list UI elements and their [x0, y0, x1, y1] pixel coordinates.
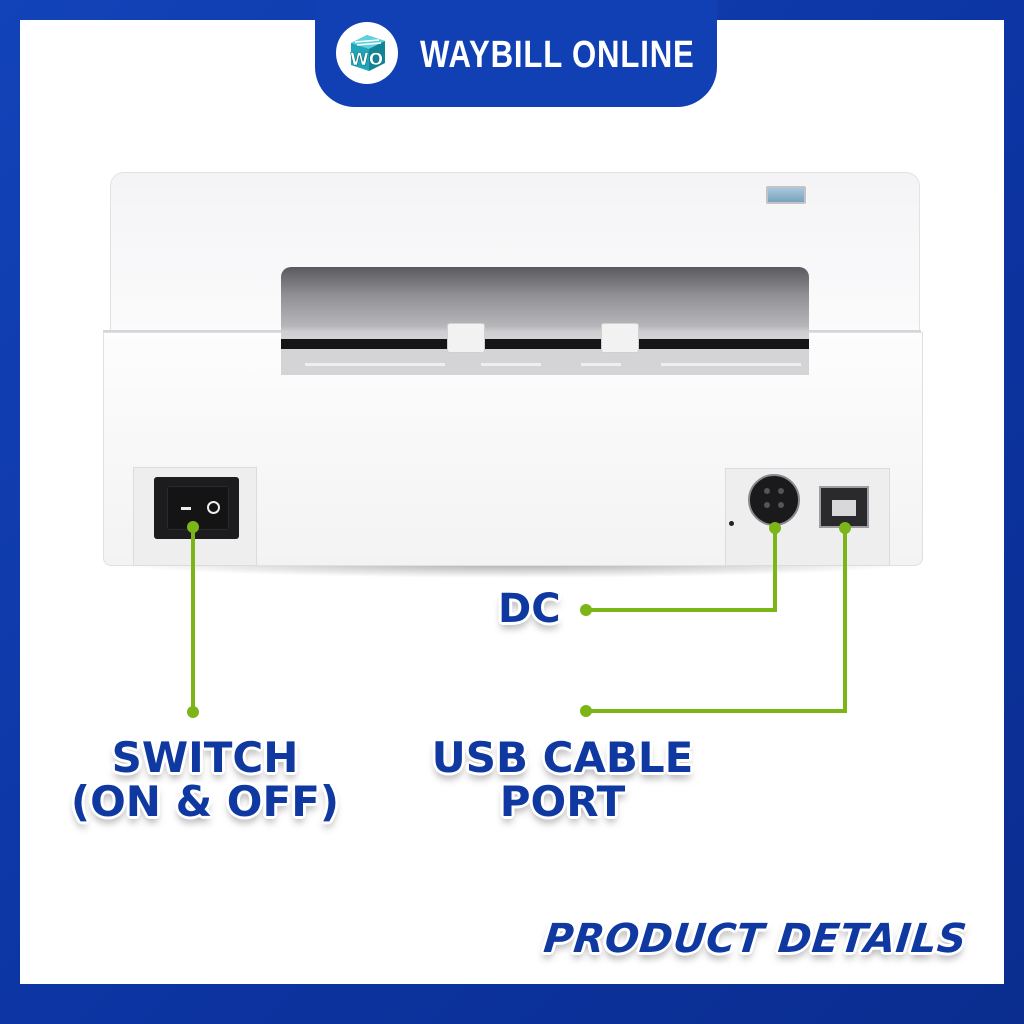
- usb-callout-dot: [580, 705, 592, 717]
- indicator-led: [729, 521, 734, 526]
- switch-label: SWITCH (ON & OFF): [55, 733, 355, 827]
- switch-label-line1: SWITCH: [111, 733, 299, 782]
- slot-rail: [661, 363, 801, 366]
- paper-guide-left: [447, 323, 485, 353]
- switch-off-icon: [207, 501, 220, 514]
- dc-callout-dot: [580, 604, 592, 616]
- switch-label-line2: (ON & OFF): [70, 777, 340, 827]
- slot-tray: [281, 349, 809, 375]
- slot-rail: [481, 363, 541, 366]
- brand-name: WAYBILL ONLINE: [420, 34, 695, 76]
- switch-callout-line: [191, 526, 195, 713]
- svg-text:WO: WO: [350, 50, 383, 70]
- paper-feed-slot: [281, 267, 809, 375]
- switch-callout-dot: [187, 706, 199, 718]
- slot-rail: [305, 363, 445, 366]
- usb-label-line1: USB CABLE: [431, 733, 694, 782]
- switch-callout-dot: [187, 521, 199, 533]
- slot-rail: [581, 363, 621, 366]
- paper-guide-right: [601, 323, 639, 353]
- usb-callout-dot: [839, 522, 851, 534]
- dc-callout-line: [586, 608, 777, 612]
- slot-band: [281, 339, 809, 349]
- usb-callout-line: [843, 527, 847, 713]
- product-details-title: PRODUCT DETAILS: [541, 916, 970, 962]
- status-display: [766, 186, 806, 204]
- usb-label-line2: PORT: [499, 777, 626, 827]
- dc-callout-dot: [769, 522, 781, 534]
- usb-callout-line: [586, 709, 847, 713]
- brand-logo-icon: WO: [336, 22, 398, 84]
- dc-label: DC: [498, 586, 561, 632]
- dc-jack-icon: [748, 474, 800, 526]
- usb-label: USB CABLE PORT: [415, 733, 710, 827]
- cube-logo-icon: WO: [350, 35, 385, 71]
- switch-on-icon: [181, 507, 191, 510]
- dc-callout-line: [773, 527, 777, 612]
